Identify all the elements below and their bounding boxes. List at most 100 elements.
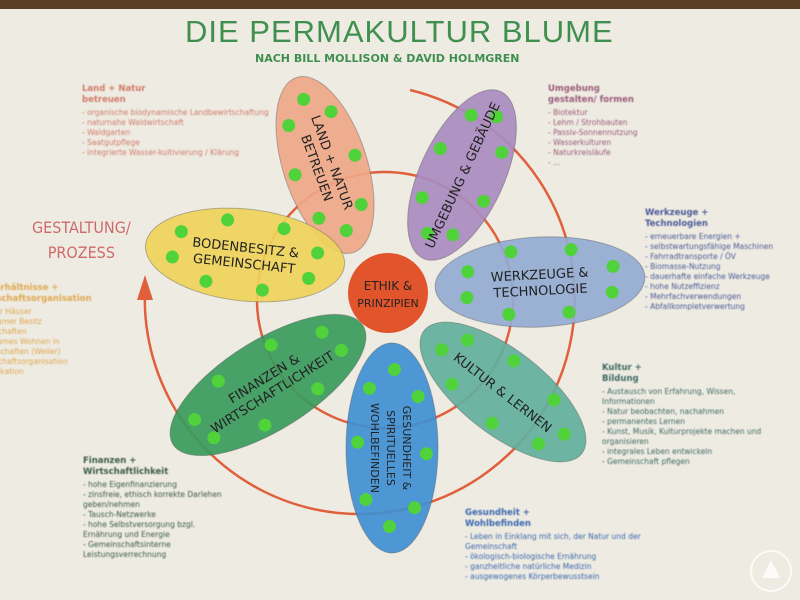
- green-dot: [557, 427, 571, 441]
- note-item: Mehrfachverwendungen: [645, 292, 800, 302]
- note-item: Waldgarten: [82, 128, 269, 138]
- note-item: Lehm / Strohbauten: [548, 118, 668, 128]
- note-heading: Gesundheit +: [465, 508, 530, 518]
- note-item: Saatgutpflege: [82, 138, 269, 148]
- green-dot: [504, 245, 518, 259]
- green-dot: [288, 168, 302, 182]
- green-dot: [174, 225, 188, 239]
- note-heading: Gemeinschaftsorganisation: [0, 294, 92, 304]
- note-item: selbstwartungsfähige Maschinen: [645, 242, 800, 252]
- green-dot: [382, 520, 396, 534]
- note-item: ökologisch-biologische Ernährung: [465, 552, 665, 562]
- petal-shape: [419, 321, 587, 463]
- green-dot: [461, 265, 475, 279]
- green-dot: [485, 416, 499, 430]
- green-dot: [490, 110, 504, 124]
- note-heading: Land + Natur: [82, 84, 146, 94]
- green-dot: [388, 362, 402, 376]
- note-item: erneuerbare Energien +: [645, 232, 800, 242]
- note-item: gemeinsamer Besitz: [0, 317, 120, 327]
- green-dot: [264, 338, 278, 352]
- petal-label: SPIRITUELLES: [384, 410, 397, 486]
- note-heading: Wohlbefinden: [465, 519, 531, 529]
- petal-label: GESUNDHEIT &: [400, 406, 413, 491]
- green-dot: [334, 343, 348, 357]
- green-dot: [460, 291, 474, 305]
- green-dot: [415, 191, 429, 205]
- green-dot: [464, 108, 478, 122]
- note-finanzen: Finanzen + Wirtschaftlichkeit hohe Eigen…: [83, 456, 223, 560]
- note-heading: gestalten/ formen: [548, 95, 634, 105]
- note-item: ausgewogenes Körperbewusstsein: [465, 572, 665, 582]
- green-dot: [507, 354, 521, 368]
- green-dot: [445, 377, 459, 391]
- green-dot: [282, 118, 296, 132]
- petal-shape: [407, 89, 517, 261]
- note-heading: Besitzverhältnisse +: [0, 283, 59, 293]
- note-item: gemeinsames Wohnen in: [0, 337, 120, 347]
- green-dot: [446, 228, 460, 242]
- note-item: Tausch-Netzwerke: [83, 510, 223, 520]
- green-dot: [606, 259, 620, 273]
- note-gesundheit: Gesundheit + Wohlbefinden Leben in Einkl…: [465, 508, 665, 582]
- note-item: integrales Leben entwickeln: [602, 447, 762, 457]
- note-item: ...: [0, 377, 120, 387]
- petal: BODENBESITZ &GEMEINSCHAFT: [144, 207, 346, 303]
- side-label-line: GESTALTUNG/: [32, 218, 131, 237]
- center-label-line1: ETHIK &: [364, 279, 413, 293]
- petal-shape: [275, 76, 375, 254]
- note-heading: Umgebung: [548, 84, 600, 94]
- note-item: naturnahe Waldwirtschaft: [82, 118, 269, 128]
- note-item: Nachbarschaften (Weiler): [0, 347, 120, 357]
- petal-label: WERKZEUGE &: [490, 265, 588, 285]
- note-item: Kommunikation: [0, 367, 120, 377]
- note-boden: Besitzverhältnisse + Gemeinschaftsorgani…: [0, 283, 120, 387]
- green-dot: [199, 274, 213, 288]
- note-item: Leben in Einklang mit sich, der Natur un…: [465, 532, 665, 552]
- green-dot: [311, 382, 325, 396]
- green-dot: [359, 492, 373, 506]
- green-dot: [411, 390, 425, 404]
- note-item: dauerhafte einfache Werkzeuge: [645, 272, 800, 282]
- note-item: Austausch von Erfahrung, Wissen, Informa…: [602, 387, 762, 407]
- note-heading: Technologien: [645, 219, 708, 229]
- note-heading: Finanzen +: [83, 456, 137, 466]
- green-dot: [362, 381, 376, 395]
- note-item: Land oder Häuser: [0, 307, 120, 317]
- petal-label: WOHLBEFINDEN: [368, 403, 381, 493]
- note-item: Natur beobachten, nachahmen: [602, 407, 762, 417]
- green-dot: [477, 194, 491, 208]
- note-item: Passiv-Sonnennutzung: [548, 128, 668, 138]
- green-dot: [564, 243, 578, 257]
- green-dot: [502, 307, 516, 321]
- green-dot: [562, 305, 576, 319]
- green-dot: [221, 213, 235, 227]
- note-item: organische biodynamische Landbewirtschaf…: [82, 108, 269, 118]
- green-dot: [460, 333, 474, 347]
- green-dot: [324, 105, 338, 119]
- green-dot: [312, 211, 326, 225]
- green-dot: [255, 283, 269, 297]
- green-dot: [207, 431, 221, 445]
- green-dot: [348, 148, 362, 162]
- green-dot: [315, 325, 329, 339]
- note-heading: Bildung: [602, 374, 639, 384]
- note-item: ganzheitliche natürliche Medizin: [465, 562, 665, 572]
- green-dot: [339, 224, 353, 238]
- note-item: ...: [548, 158, 668, 168]
- note-item: Fahrradtransporte / ÖV: [645, 252, 800, 262]
- note-item: Gemeinschaft pflegen: [602, 457, 762, 467]
- note-item: Wasserkulturen: [548, 138, 668, 148]
- poster-top-edge: [0, 0, 800, 9]
- center-circle: [348, 253, 428, 333]
- green-dot: [435, 343, 449, 357]
- petal: WERKZEUGE &TECHNOLOGIE: [434, 236, 646, 328]
- center-label-line2: PRINZIPIEN: [357, 297, 419, 310]
- green-dot: [605, 285, 619, 299]
- note-heading: betreuen: [82, 95, 126, 105]
- note-item: Naturkreisläufe: [548, 148, 668, 158]
- green-dot: [277, 222, 291, 236]
- petal-shape: [144, 207, 346, 303]
